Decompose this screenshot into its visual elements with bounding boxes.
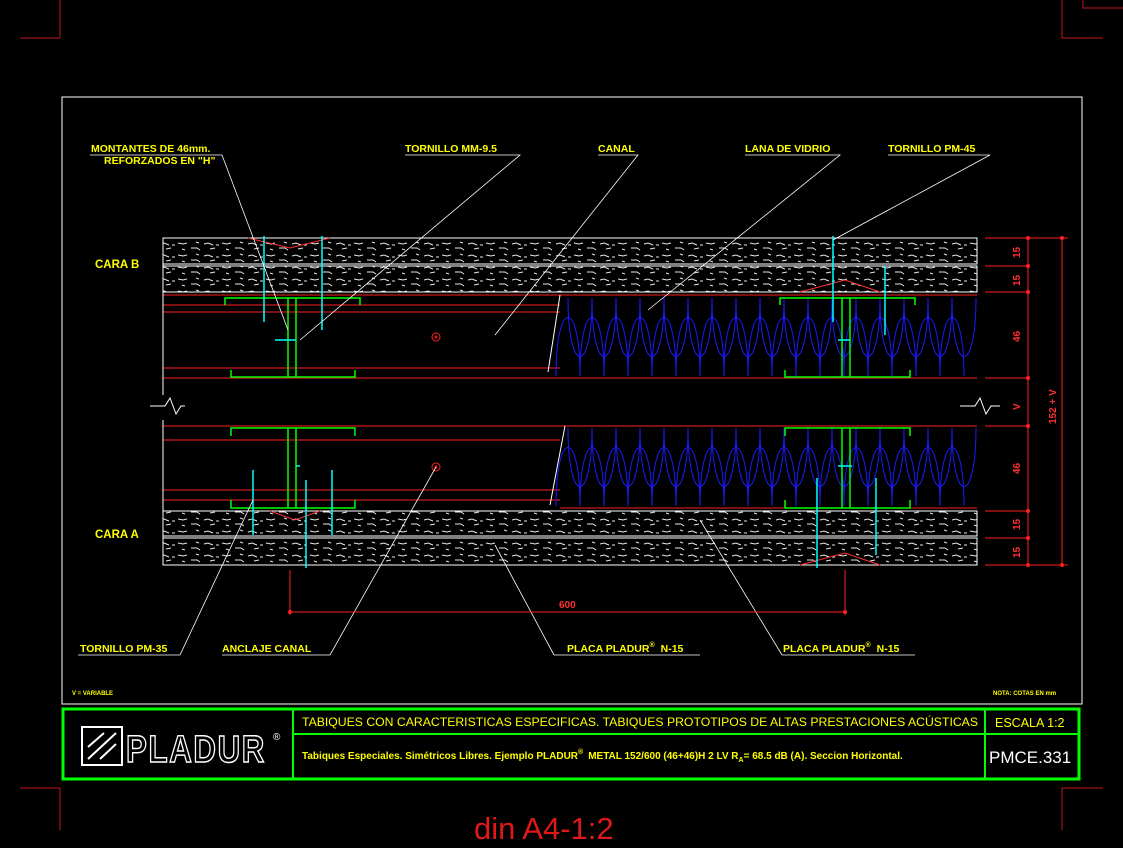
title-block-title: TABIQUES CON CARACTERISTICAS ESPECIFICAS… [302,716,978,729]
label-v-variable: V = VARIABLE [72,691,113,697]
label-anclaje: ANCLAJE CANAL [222,643,312,655]
label-tornillo-mm: TORNILLO MM-9.5 [405,143,497,155]
channel-anchors [431,332,441,472]
dimension-ticks [288,236,1064,614]
dim-width: 600 [559,600,576,611]
glass-wool-insulation [555,297,977,507]
label-cara-b: CARA B [95,259,139,271]
dim-15-2: 15 [1012,274,1023,286]
leader-lines [78,154,991,656]
dim-v: V [1012,403,1023,410]
board-joints [247,237,881,566]
title-block-code: PMCE.331 [989,748,1071,767]
dim-15-3: 15 [1012,518,1023,530]
label-lana: LANA DE VIDRIO [745,143,830,155]
cavity-lines [163,294,977,509]
sheet-format-label: din A4-1:2 [474,811,614,846]
dim-total: 152 + V [1048,389,1059,424]
label-nota: NOTA: COTAS EN mm [993,691,1056,697]
dim-46-2: 46 [1012,462,1023,474]
label-montantes-2: REFORZADOS EN "H" [104,155,215,167]
title-block-scale: ESCALA 1:2 [995,716,1065,730]
sheet-corner-marks [20,0,1123,830]
label-placa-right: PLACA PLADUR®N-15 [783,641,900,655]
drawing-frame [61,96,1083,705]
break-lines [150,238,1000,565]
label-tornillo-pm35: TORNILLO PM-35 [80,643,167,655]
dim-46-1: 46 [1012,330,1023,342]
glass-wool-loops [555,297,977,377]
screws [252,236,886,568]
logo-reg: ® [273,732,281,743]
title-block-subtitle: Tabiques Especiales. Simétricos Libres. … [302,748,903,764]
label-cara-a: CARA A [95,529,139,541]
label-montantes-1: MONTANTES DE 46mm. [91,143,210,155]
steel-studs [224,297,916,509]
label-canal: CANAL [598,143,635,155]
dim-15-4: 15 [1012,546,1023,558]
gypsum-boards [162,237,978,566]
dim-15-1: 15 [1012,246,1023,258]
title-block [61,707,1081,781]
label-tornillo-pm45: TORNILLO PM-45 [888,143,975,155]
glass-wool-loops [555,427,977,507]
logo-text: PLADUR [126,729,266,771]
label-placa-left: PLACA PLADUR®N-15 [567,641,684,655]
